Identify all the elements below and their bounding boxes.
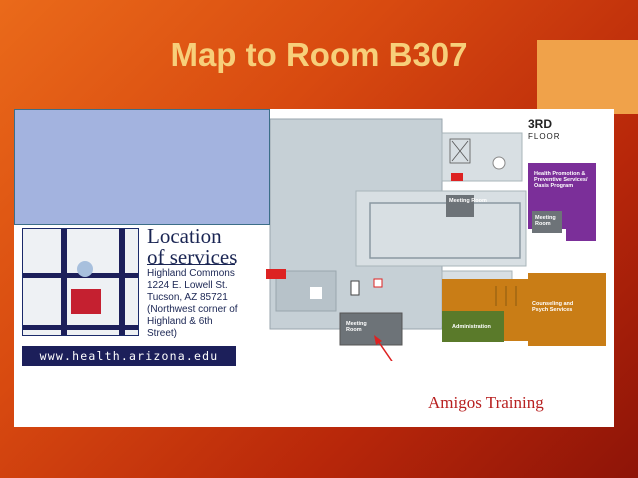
accent-box xyxy=(537,40,638,114)
mini-map xyxy=(22,228,139,336)
location-card: Location of services Highland Commons 12… xyxy=(22,226,240,368)
meeting-room-top-label: Meeting Room xyxy=(449,198,487,204)
location-title: Location of services xyxy=(147,226,237,268)
address-line-2: 1224 E. Lowell St. xyxy=(147,280,228,291)
administration-label: Administration xyxy=(452,324,491,330)
location-title-line2: of services xyxy=(147,245,238,269)
location-title-line1: Location xyxy=(147,224,222,248)
floor-number: 3RD xyxy=(528,117,553,131)
floor-plan-drawing xyxy=(266,118,606,400)
location-rule xyxy=(147,264,235,265)
website-url: www.health.arizona.edu xyxy=(22,346,236,366)
mini-map-drawing xyxy=(23,229,138,335)
address-line-5: Highland & 6th Street) xyxy=(147,316,213,339)
address-line-3: Tucson, AZ 85721 xyxy=(147,292,228,303)
slide-title: Map to Room B307 xyxy=(170,36,468,73)
blue-box-overlay xyxy=(14,109,270,225)
address-line-1: Highland Commons xyxy=(147,268,235,279)
amigos-training-callout: Amigos Training xyxy=(428,393,544,412)
address-line-4: (Northwest corner of xyxy=(147,304,238,315)
meeting-room-right-label: Meeting Room xyxy=(535,215,556,227)
floor-plan: Meeting Room Meeting Room Health Promoti… xyxy=(266,111,611,400)
meeting-room-b307-label: Meeting Room xyxy=(346,321,367,333)
location-address: Highland Commons 1224 E. Lowell St. Tucs… xyxy=(147,268,240,340)
counseling-label: Counseling and Psych Services xyxy=(532,301,574,313)
floor-word: FLOOR xyxy=(528,132,561,141)
health-promotion-label: Health Promotion & Preventive Services/ … xyxy=(534,171,588,189)
floor-badge: 3RD FLOOR xyxy=(528,117,561,142)
